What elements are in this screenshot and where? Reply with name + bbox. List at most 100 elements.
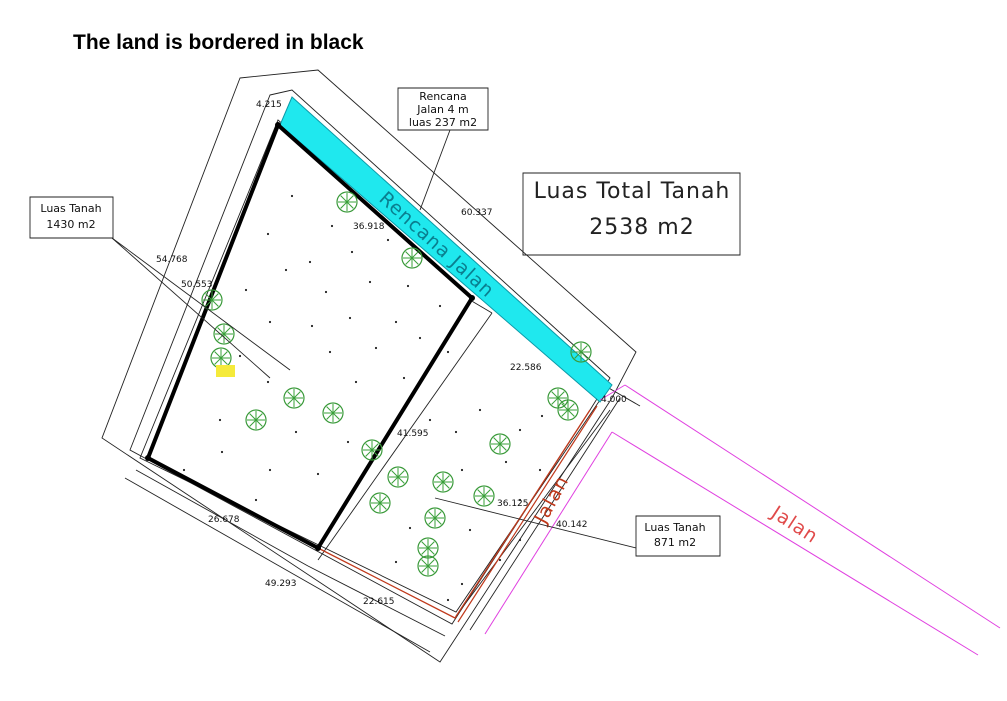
survey-dot [324, 290, 328, 294]
svg-text:49.293: 49.293 [265, 579, 297, 589]
survey-dot [310, 324, 314, 328]
survey-dot [220, 450, 224, 454]
parcel-b-area-note: Luas Tanah 871 m2 [635, 515, 721, 557]
svg-text:1430 m2: 1430 m2 [46, 218, 95, 231]
svg-text:40.142: 40.142 [556, 520, 588, 530]
survey-dot [418, 336, 422, 340]
svg-text:luas 237 m2: luas 237 m2 [409, 116, 477, 129]
survey-dot [540, 414, 544, 418]
survey-dot [394, 320, 398, 324]
survey-dot [446, 598, 450, 602]
svg-text:22.586: 22.586 [510, 363, 542, 373]
trees [201, 191, 592, 577]
tree-icon [570, 341, 592, 363]
survey-dot [438, 304, 442, 308]
survey-dot [238, 354, 242, 358]
survey-dot [518, 428, 522, 432]
survey-dot [368, 280, 372, 284]
tree-icon [489, 433, 511, 455]
survey-dot [406, 284, 410, 288]
tree-icon [557, 399, 579, 421]
survey-dot [446, 350, 450, 354]
tree-icon [201, 289, 223, 311]
survey-dot [428, 418, 432, 422]
survey-dot [478, 408, 482, 412]
survey-dot [504, 460, 508, 464]
tree-icon [213, 323, 235, 345]
svg-text:Jalan 4 m: Jalan 4 m [416, 103, 468, 116]
svg-text:50.553: 50.553 [181, 280, 213, 290]
planned-road-note: Rencana Jalan 4 m luas 237 m2 [397, 87, 489, 131]
tree-icon [432, 471, 454, 493]
tree-icon [361, 439, 383, 461]
survey-dot [348, 316, 352, 320]
tree-icon [417, 555, 439, 577]
survey-dot [518, 498, 522, 502]
svg-text:871 m2: 871 m2 [654, 536, 696, 549]
tree-icon [245, 409, 267, 431]
svg-text:4.000: 4.000 [601, 395, 627, 405]
survey-dot [316, 472, 320, 476]
svg-text:Luas Tanah: Luas Tanah [40, 202, 101, 215]
survey-dot [454, 430, 458, 434]
survey-dot [350, 250, 354, 254]
survey-dot [354, 380, 358, 384]
survey-points [182, 194, 544, 602]
tree-icon [336, 191, 358, 213]
survey-dot [284, 268, 288, 272]
parcel-b-boundary [317, 409, 591, 619]
survey-dot [402, 376, 406, 380]
svg-text:Rencana: Rencana [419, 90, 466, 103]
tree-icon [473, 485, 495, 507]
svg-text:Luas Tanah: Luas Tanah [644, 521, 705, 534]
survey-dot [266, 380, 270, 384]
survey-dot [498, 558, 502, 562]
boundary-corner-points [145, 122, 475, 551]
tree-icon [547, 387, 569, 409]
survey-dot [254, 498, 258, 502]
tree-icon [369, 492, 391, 514]
dimension-labels: 4.215 60.337 36.918 54.768 50.553 22.586… [156, 100, 627, 607]
tree-icon [322, 402, 344, 424]
svg-text:36.918: 36.918 [353, 222, 385, 232]
survey-dot [374, 346, 378, 350]
parcel-a-boundary [145, 121, 475, 551]
tree-icon [424, 507, 446, 529]
survey-dot [308, 260, 312, 264]
yellow-marker [216, 365, 235, 377]
planned-road-band [279, 96, 613, 403]
survey-dot [518, 538, 522, 542]
tree-icon [387, 466, 409, 488]
survey-dot [294, 430, 298, 434]
survey-dot [218, 418, 222, 422]
survey-dot [328, 350, 332, 354]
parcel-a-area-note: Luas Tanah 1430 m2 [29, 196, 114, 239]
svg-text:Luas Total Tanah: Luas Total Tanah [534, 179, 731, 204]
survey-dot [538, 468, 542, 472]
tree-icon [210, 347, 232, 369]
svg-text:2538 m2: 2538 m2 [589, 215, 694, 240]
survey-dot [408, 526, 412, 530]
survey-dot [346, 440, 350, 444]
main-road-lines [484, 384, 1001, 656]
side-road-edge [457, 405, 598, 623]
survey-dot [268, 320, 272, 324]
survey-dot [244, 288, 248, 292]
survey-dot [266, 232, 270, 236]
survey-dot [468, 528, 472, 532]
svg-text:36.125: 36.125 [497, 499, 529, 509]
total-area-box: Luas Total Tanah 2538 m2 [522, 172, 741, 256]
page-heading: The land is bordered in black [73, 31, 364, 54]
survey-dot [268, 468, 272, 472]
survey-dot [182, 468, 186, 472]
survey-dot [460, 468, 464, 472]
svg-text:60.337: 60.337 [461, 208, 493, 218]
planned-road-label: Rencana Jalan [375, 187, 499, 302]
survey-dot [290, 194, 294, 198]
note-leaders [111, 129, 637, 549]
main-road-label: Jalan [766, 501, 822, 548]
survey-dot [330, 224, 334, 228]
svg-text:4.215: 4.215 [256, 100, 282, 110]
tree-icon [283, 387, 305, 409]
